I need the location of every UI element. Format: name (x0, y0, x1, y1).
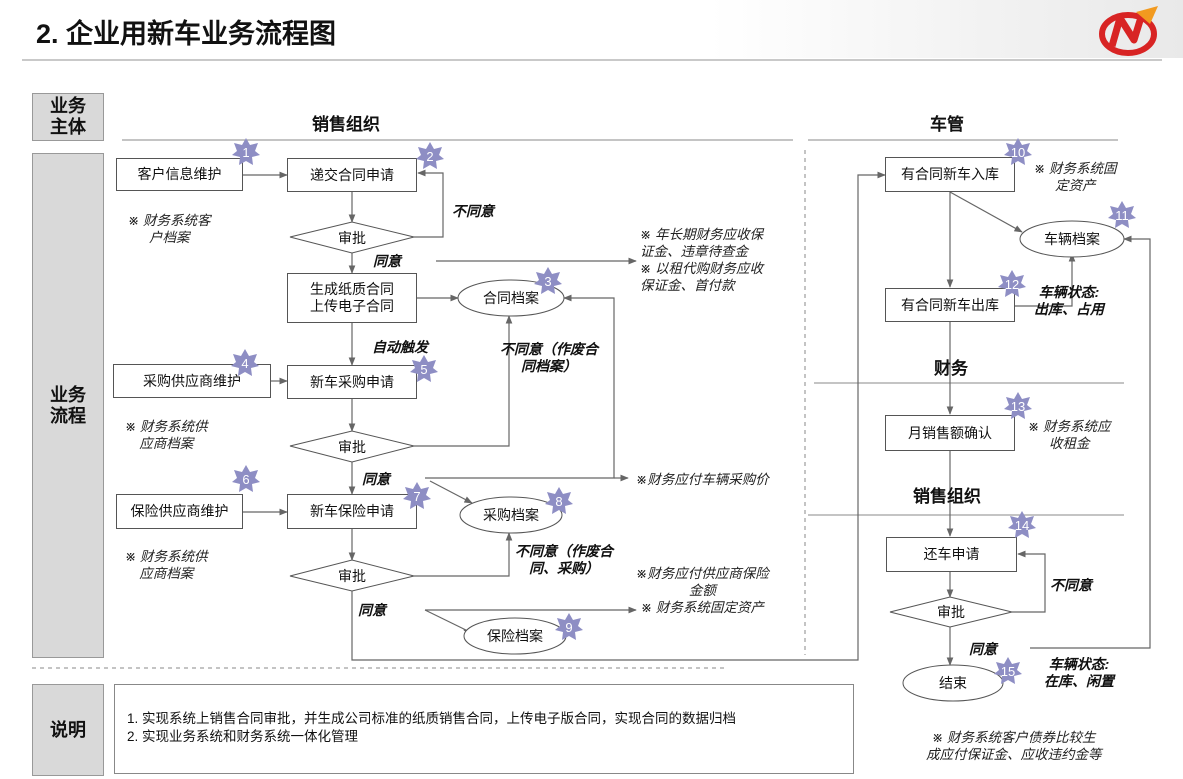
explain-item-2: 2. 实现业务系统和财务系统一体化管理 (127, 729, 359, 744)
note-supplier-file-1: ※ 财务系统供 应商档案 (125, 419, 208, 451)
label-disagree-4: 不同意 (1050, 577, 1092, 593)
section-sales: 销售组织 (312, 115, 380, 134)
header-band (0, 0, 1183, 58)
step-badge-5: 5 (410, 355, 438, 383)
label-disagree-3: 不同意（作废合 同、采购） (515, 543, 613, 576)
side-subject: 业务 主体 (32, 93, 104, 141)
note-purchase-payable: ※财务应付车辆采购价 (636, 472, 769, 487)
note-customer-bond: ※ 财务系统客户债券比较生 成应付保证金、应收违约金等 (926, 730, 1102, 762)
file-contract[interactable]: 合同档案 (483, 290, 539, 306)
step-badge-6: 6 (232, 465, 260, 493)
decision-approve-1[interactable]: 审批 (338, 229, 366, 246)
file-vehicle[interactable]: 车辆档案 (1044, 231, 1100, 247)
box-generate-contract[interactable]: 生成纸质合同 上传电子合同 (287, 273, 417, 323)
section-vehicle: 车管 (930, 115, 964, 134)
box-stock-out[interactable]: 有合同新车出库 (885, 288, 1015, 322)
label-disagree-2: 不同意（作废合 同档案） (500, 341, 598, 374)
label-vehicle-status-1: 车辆状态: 出库、占用 (1034, 284, 1104, 317)
explain-box: 1. 实现系统上销售合同审批，并生成公司标准的纸质销售合同，上传电子版合同，实现… (114, 684, 854, 774)
box-purchase-request[interactable]: 新车采购申请 (287, 365, 417, 399)
note-supplier-file-2: ※ 财务系统供 应商档案 (125, 549, 208, 581)
step-badge-13: 13 (1004, 392, 1032, 420)
label-auto-trigger: 自动触发 (372, 339, 428, 355)
label-agree-4: 同意 (969, 641, 997, 657)
step-badge-12: 12 (998, 270, 1026, 298)
step-badge-9: 9 (555, 613, 583, 641)
step-badge-3: 3 (534, 267, 562, 295)
label-vehicle-status-2: 车辆状态: 在库、闲置 (1044, 656, 1114, 689)
note-insurance-payable: ※财务应付供应商保险 金额 ※ 财务系统固定资产 (636, 566, 769, 615)
step-badge-7: 7 (403, 482, 431, 510)
box-monthly-sales[interactable]: 月销售额确认 (885, 415, 1015, 451)
label-agree-3: 同意 (358, 602, 386, 618)
step-badge-14: 14 (1008, 511, 1036, 539)
box-submit-contract[interactable]: 递交合同申请 (287, 158, 417, 192)
node-end[interactable]: 结束 (939, 675, 967, 691)
decision-approve-2[interactable]: 审批 (338, 438, 366, 455)
box-insurance-request[interactable]: 新车保险申请 (287, 494, 417, 529)
box-return-request[interactable]: 还车申请 (886, 537, 1017, 572)
step-badge-4: 4 (231, 349, 259, 377)
label-agree-2: 同意 (362, 471, 390, 487)
step-badge-10: 10 (1004, 138, 1032, 166)
side-process: 业务 流程 (32, 153, 104, 658)
note-receivables: ※ 年长期财务应收保 证金、违章待查金 ※ 以租代购财务应收 保证金、首付款 (640, 227, 764, 293)
file-insurance[interactable]: 保险档案 (487, 628, 543, 644)
decision-approve-4[interactable]: 审批 (937, 604, 965, 620)
step-badge-1: 1 (232, 138, 260, 166)
box-customer-info[interactable]: 客户信息维护 (116, 158, 243, 191)
step-badge-2: 2 (416, 142, 444, 170)
note-fixed-asset: ※ 财务系统固 定资产 (1034, 161, 1117, 193)
box-stock-in[interactable]: 有合同新车入库 (885, 157, 1015, 192)
step-badge-15: 15 (994, 657, 1022, 685)
decision-approve-3[interactable]: 审批 (338, 567, 366, 584)
side-explain: 说明 (32, 684, 104, 776)
file-purchase[interactable]: 采购档案 (483, 507, 539, 523)
step-badge-8: 8 (545, 487, 573, 515)
explain-item-1: 1. 实现系统上销售合同审批，并生成公司标准的纸质销售合同，上传电子版合同，实现… (127, 711, 737, 726)
label-agree-1: 同意 (373, 253, 401, 269)
step-badge-11: 11 (1108, 201, 1136, 229)
note-rent-receivable: ※ 财务系统应 收租金 (1028, 419, 1111, 451)
section-finance: 财务 (934, 359, 968, 378)
company-logo (1098, 4, 1162, 56)
label-disagree-1: 不同意 (452, 203, 494, 219)
header-divider (22, 59, 1162, 61)
page-title: 2. 企业用新车业务流程图 (36, 19, 337, 49)
note-customer-file: ※ 财务系统客 户档案 (128, 213, 211, 245)
section-sales-2: 销售组织 (913, 487, 981, 506)
box-insurer-maintain[interactable]: 保险供应商维护 (116, 494, 243, 529)
box-supplier-maintain[interactable]: 采购供应商维护 (113, 364, 271, 398)
